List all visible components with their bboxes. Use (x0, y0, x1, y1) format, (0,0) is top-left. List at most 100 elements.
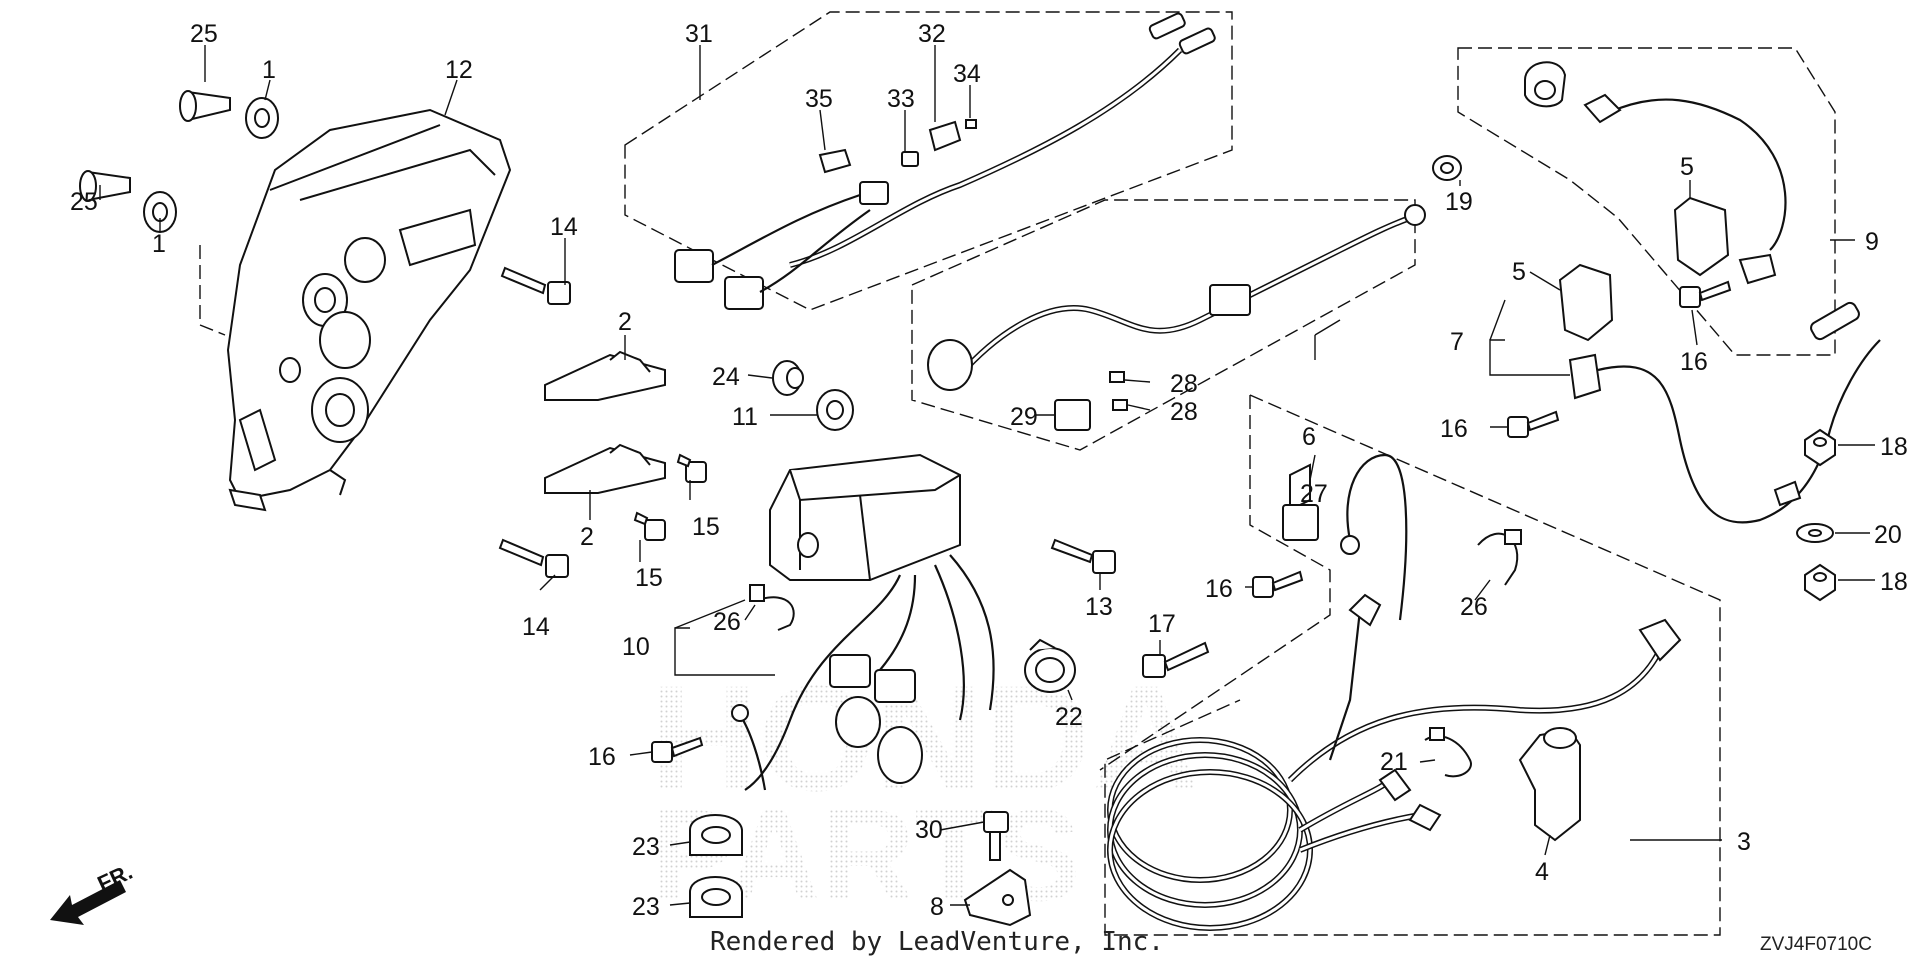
part-11-rubber-mount (816, 389, 854, 431)
callout-14-upper: 14 (550, 213, 578, 241)
part-26-clip-right (1477, 529, 1522, 586)
callout-2-upper: 2 (618, 308, 632, 336)
callout-27: 27 (1300, 480, 1328, 508)
callout-18-upper: 18 (1880, 433, 1908, 461)
callout-6: 6 (1302, 423, 1316, 451)
front-direction-indicator: FR. (50, 859, 136, 925)
leader-lines (99, 45, 1875, 906)
callout-5-lower: 5 (1512, 258, 1526, 286)
part-16-bolt-right-top (1679, 280, 1732, 308)
group-9-outline (1457, 47, 1836, 356)
part-19-nut (1432, 155, 1462, 181)
callout-29: 29 (1010, 403, 1038, 431)
part-1-grommet-left (143, 191, 177, 233)
callout-12: 12 (445, 56, 473, 84)
callout-34: 34 (953, 60, 981, 88)
callout-labels: 25 1 12 25 1 14 2 2 15 15 14 24 11 26 10… (70, 20, 1908, 921)
callout-16-lower-left: 16 (588, 743, 616, 771)
part-16-bolt-lower-left (651, 736, 704, 763)
part-23-clip-upper (689, 814, 743, 856)
callout-19: 19 (1445, 188, 1473, 216)
part-15-screw-upper (676, 453, 707, 483)
part-10-inverter-module (731, 453, 995, 791)
part-9-cable-assembly (1524, 61, 1787, 285)
part-25-plug-top (179, 90, 231, 122)
callout-23-lower: 23 (632, 893, 660, 921)
callout-13: 13 (1085, 593, 1113, 621)
part-14-bolt-lower (498, 538, 569, 578)
callout-30: 30 (915, 816, 943, 844)
callout-10: 10 (622, 633, 650, 661)
part-17-bolt (1142, 641, 1210, 678)
front-arrow-icon (50, 880, 126, 925)
callout-18-lower: 18 (1880, 568, 1908, 596)
group-31-outline (624, 11, 1233, 311)
part-7-cable (1568, 301, 1881, 524)
callout-14-lower: 14 (522, 613, 550, 641)
callout-25-left: 25 (70, 188, 98, 216)
render-credit: Rendered by LeadVenture, Inc. (710, 927, 1164, 957)
diagram-code: ZVJ4F0710C (1760, 934, 1872, 955)
part-30-bolt (983, 811, 1009, 861)
part-18-nut-lower (1804, 563, 1836, 602)
callout-4: 4 (1535, 858, 1549, 886)
part-34-pin (965, 119, 977, 129)
part-18-nut-upper (1804, 428, 1836, 467)
callout-9: 9 (1865, 228, 1879, 256)
part-24-grommet (772, 360, 804, 396)
callout-21: 21 (1380, 748, 1408, 776)
part-28-pins (1109, 371, 1128, 411)
part-15-screw-lower (633, 511, 666, 541)
group-1-bracket (199, 245, 226, 336)
callout-35: 35 (805, 85, 833, 113)
part-12-control-case (226, 108, 512, 512)
group-27-outline (911, 199, 1416, 451)
part-6-terminal (1282, 453, 1408, 621)
watermark: HONDA PARTS (650, 654, 1200, 928)
callout-26-left: 26 (713, 608, 741, 636)
group-outlines (199, 11, 1836, 936)
part-35-clip (818, 148, 852, 174)
part-2-bracket-upper (544, 350, 666, 401)
part-22-clamp (1024, 638, 1076, 693)
callout-26-right: 26 (1460, 593, 1488, 621)
part-33-connector (901, 151, 919, 167)
part-14-bolt-upper (500, 266, 571, 305)
callout-33: 33 (887, 85, 915, 113)
part-32-terminal (928, 120, 962, 152)
callout-22: 22 (1055, 703, 1083, 731)
part-8-stay-plate (963, 868, 1032, 927)
callout-15-upper: 15 (692, 513, 720, 541)
callout-15-lower: 15 (635, 564, 663, 592)
part-29-connector (1054, 399, 1091, 431)
part-3-cable-coil (1107, 593, 1682, 931)
part-16-bolt-center (1252, 570, 1304, 598)
callout-2-lower: 2 (580, 523, 594, 551)
part-16-bolt-right-mid (1507, 410, 1560, 438)
part-1-grommet-top (245, 97, 279, 139)
callout-11: 11 (732, 403, 758, 431)
callout-16-right-top: 16 (1680, 348, 1708, 376)
callout-1-left: 1 (152, 230, 166, 258)
callout-32: 32 (918, 20, 946, 48)
callout-7: 7 (1450, 328, 1464, 356)
part-31-harness (674, 12, 1216, 310)
part-26-clip-left (749, 584, 795, 631)
callout-1-top: 1 (262, 56, 276, 84)
part-2-bracket-lower (544, 443, 666, 494)
group-3-outline-inner (1099, 395, 1331, 771)
callout-24: 24 (712, 363, 740, 391)
callout-17: 17 (1148, 610, 1176, 638)
callout-20: 20 (1874, 521, 1902, 549)
part-21-clip (1424, 727, 1472, 778)
watermark-text: HONDA (650, 654, 1200, 822)
part-25-plug-left (79, 170, 131, 202)
callout-8: 8 (930, 893, 944, 921)
part-23-clip-lower (689, 876, 743, 918)
part-4-terminal-cap (1518, 727, 1581, 842)
part-13-bolt (1050, 538, 1116, 574)
callout-3: 3 (1737, 828, 1751, 856)
part-5-cap-upper (1673, 196, 1730, 277)
group-3-outline (1104, 394, 1721, 936)
